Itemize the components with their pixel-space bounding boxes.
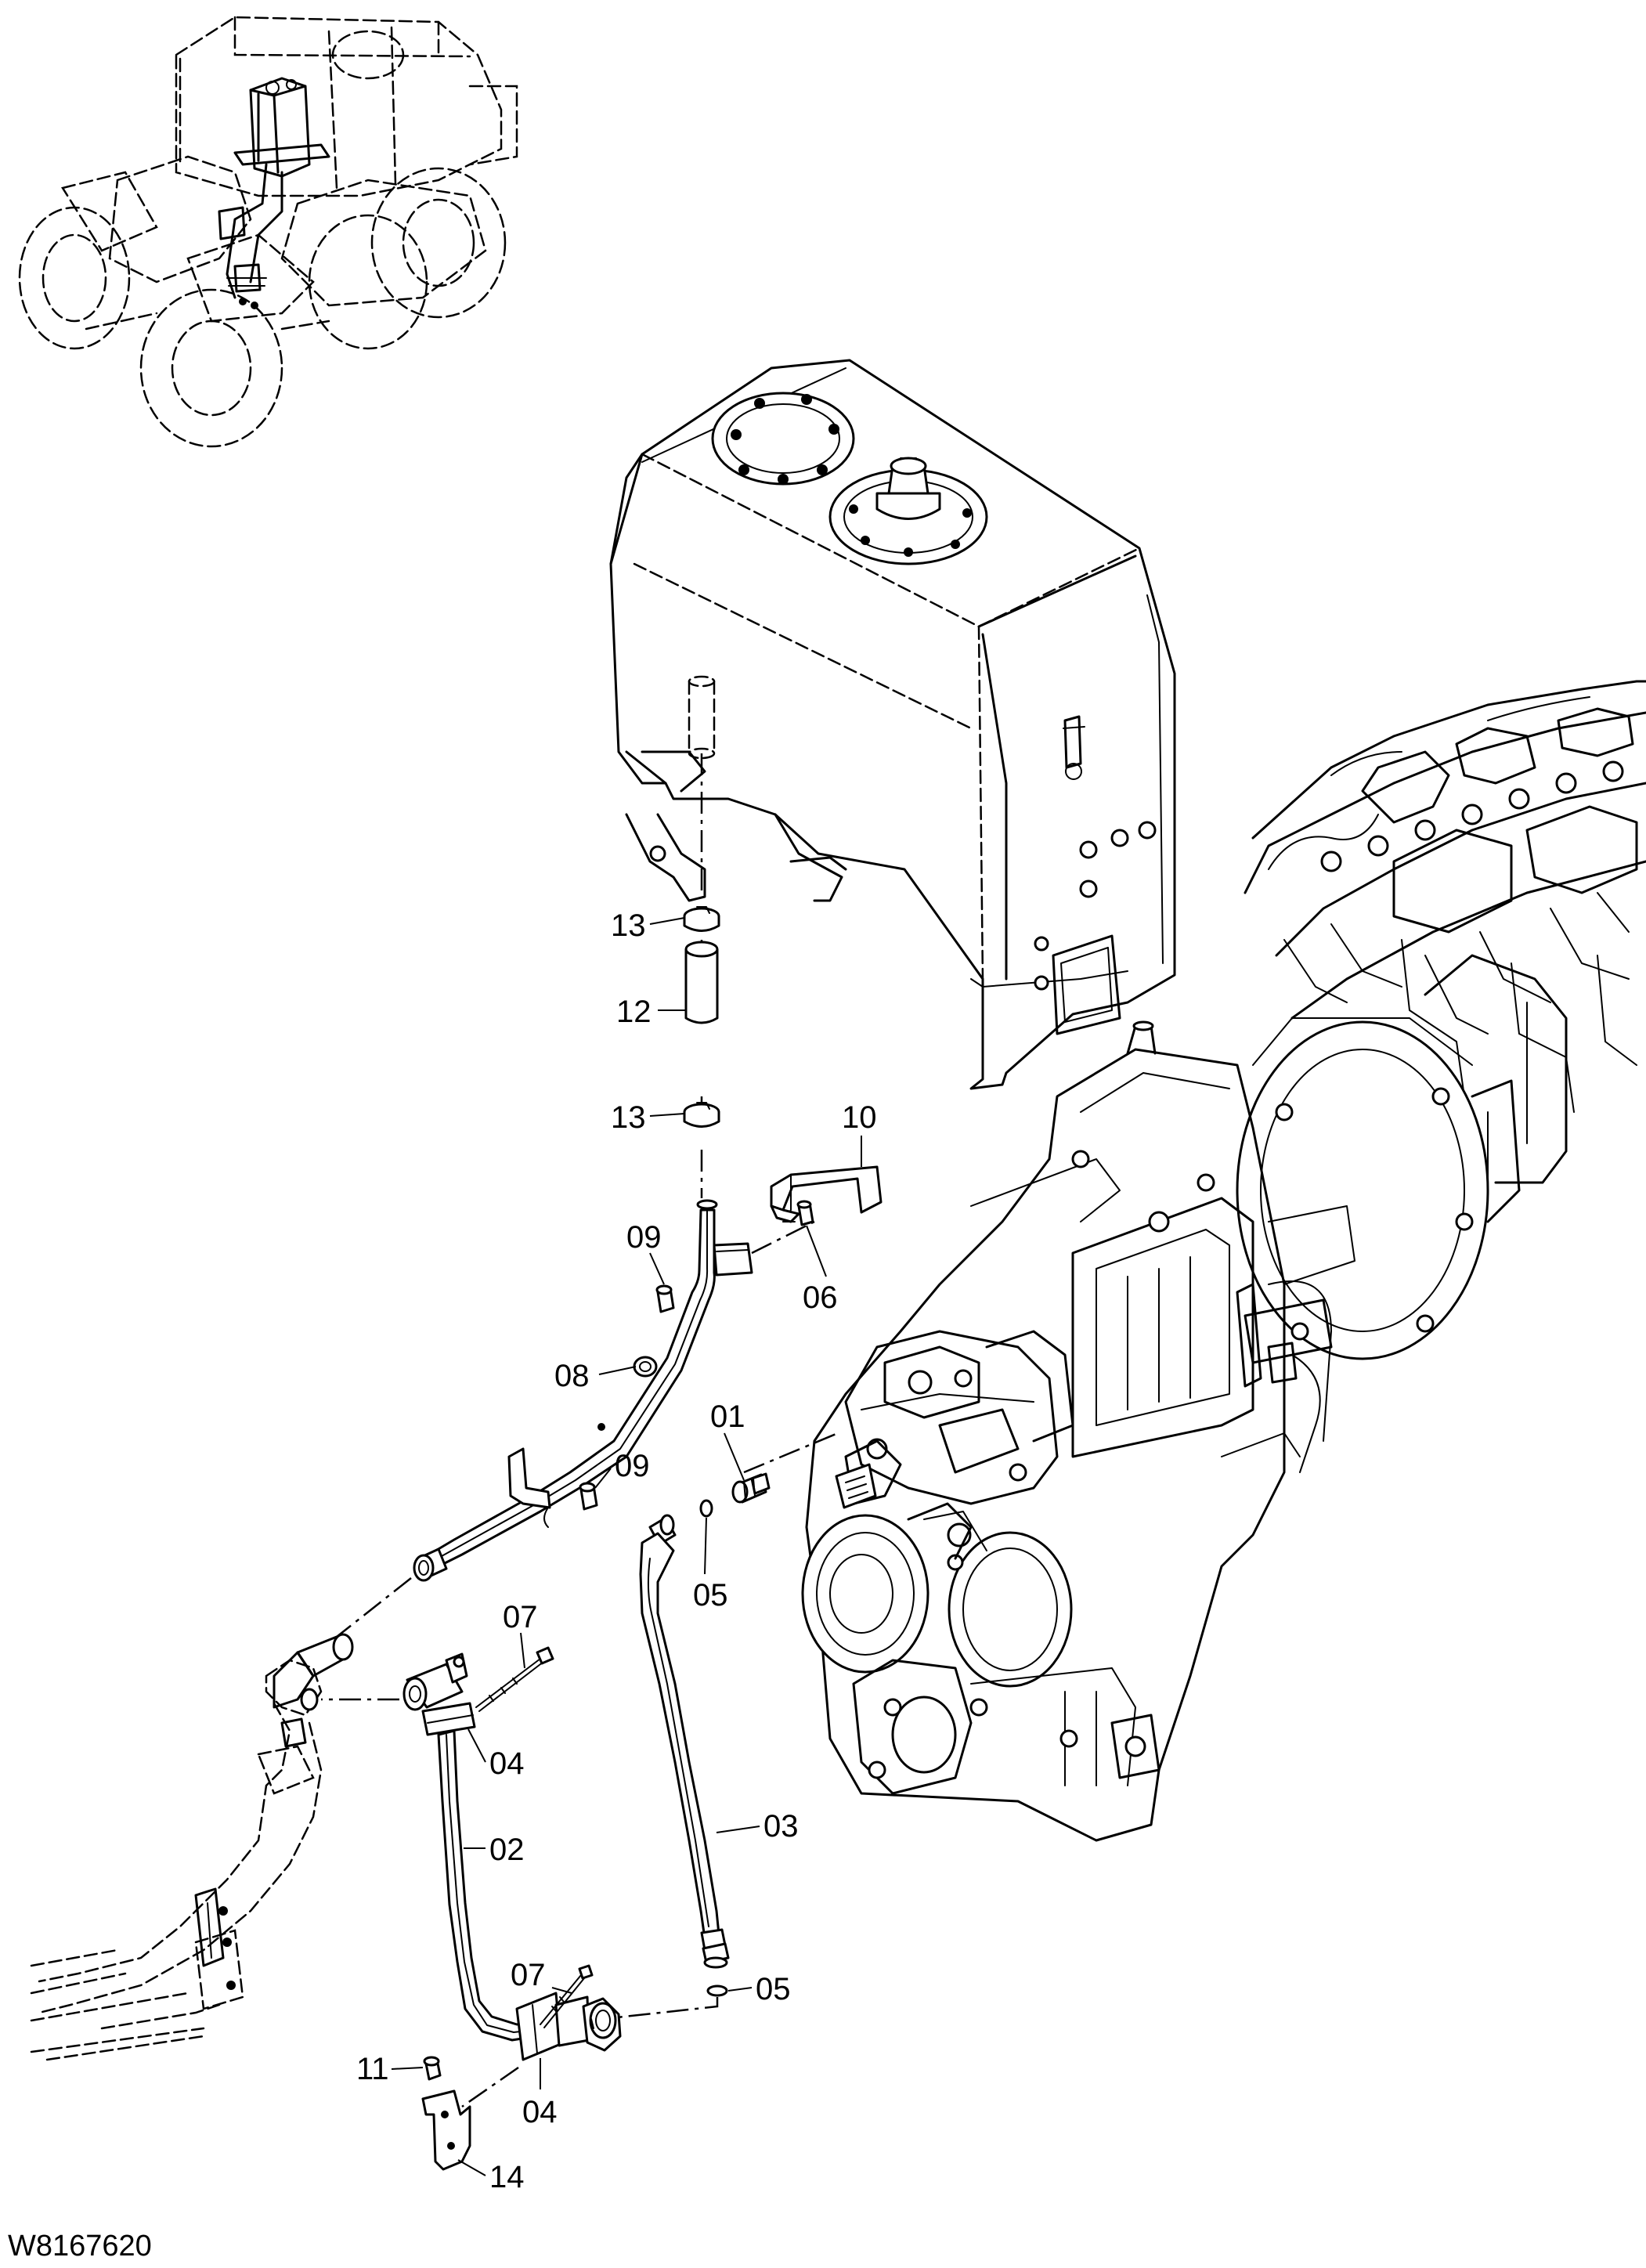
bolt-11 [423, 2056, 442, 2081]
adapter-fitting-01 [731, 1472, 771, 1504]
hose-03 [639, 1514, 730, 1969]
suction-pipe-hidden [688, 675, 716, 760]
hydraulic-oil-tank [609, 359, 1176, 1090]
drawing-code: W8167620 [8, 2230, 152, 2263]
o-ring-05-lower [706, 1984, 728, 1997]
callout-04-upper: 04 [489, 1746, 525, 1781]
callout-13-upper: 13 [611, 908, 646, 943]
screw-07-upper [475, 1646, 554, 1712]
machine-hose-phantom [30, 1633, 354, 2061]
hose-clamp-lower [683, 1102, 720, 1128]
callout-01: 01 [710, 1399, 745, 1434]
callout-09-upper: 09 [626, 1220, 662, 1255]
callout-10: 10 [842, 1100, 877, 1135]
bracket-14 [421, 2066, 519, 2171]
machine-locator-view [18, 16, 518, 448]
callout-07-lower: 07 [511, 1958, 546, 1992]
chain-line-pipe-to-valve [743, 1432, 839, 1474]
callout-14: 14 [489, 2160, 525, 2194]
o-ring-05-upper [699, 1499, 713, 1518]
callout-02: 02 [489, 1833, 525, 1867]
screw-07-lower [540, 1964, 594, 2028]
suction-pipe-08 [413, 1199, 753, 1582]
callout-08: 08 [554, 1359, 590, 1393]
callout-11: 11 [356, 2052, 389, 2086]
chain-line-pipe-to-machine [336, 1577, 412, 1638]
bracket-10 [770, 1165, 883, 1223]
hose-12 [684, 941, 719, 1024]
hose-clamp-upper [683, 906, 720, 932]
callout-04-lower: 04 [522, 2095, 558, 2129]
transmission-engine-assembly [801, 680, 1646, 1842]
tube-02 [402, 1652, 622, 2061]
callout-05-upper: 05 [693, 1578, 728, 1613]
bolt-09-lower [579, 1482, 598, 1511]
callout-05-lower: 05 [756, 1972, 791, 2006]
callout-07-upper: 07 [503, 1600, 538, 1634]
callout-06: 06 [803, 1280, 838, 1315]
callout-13-lower: 13 [611, 1100, 646, 1135]
callout-12: 12 [616, 995, 652, 1029]
callout-03: 03 [763, 1809, 799, 1844]
callout-09-lower: 09 [615, 1449, 650, 1483]
chain-line-hose-to-tube [602, 1997, 719, 2021]
callout-leaders [391, 917, 862, 2176]
bolt-06 [796, 1200, 814, 1226]
bolt-09-upper [655, 1284, 675, 1313]
